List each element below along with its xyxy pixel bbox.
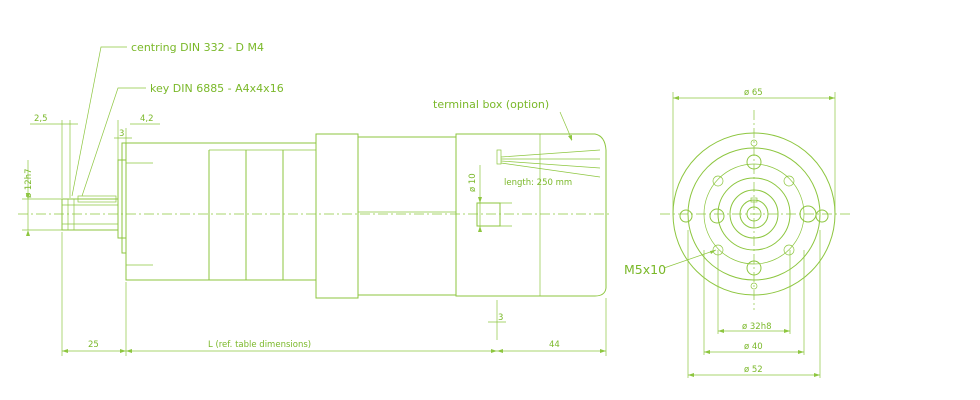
callout-key: key DIN 6885 - A4x4x16 (150, 82, 284, 95)
threaded-hole (712, 175, 724, 187)
arrowhead (673, 96, 679, 100)
threaded-hole (783, 175, 795, 187)
dim-25: 25 (88, 340, 99, 350)
arrowhead (126, 349, 132, 353)
bolt-circle (703, 163, 805, 265)
arrowhead (478, 197, 482, 203)
arrowhead (600, 349, 606, 353)
dim-2-5: 2,5 (34, 114, 48, 124)
dim-pilot-32: ø 32h8 (742, 322, 772, 332)
arrowhead (710, 250, 716, 254)
mounting-hole (746, 260, 762, 276)
mounting-hole (679, 209, 693, 223)
side-dimensions: 2,5 4,2 3 ø 12h7 ø 10 3 25 L (ref. table… (22, 114, 607, 356)
pilot-outline (717, 177, 791, 251)
dim-3-bottom: 3 (498, 313, 503, 323)
dim-44: 44 (549, 340, 560, 350)
arrowhead (491, 349, 497, 353)
dim-shaft-dia: ø 12h7 (24, 168, 34, 198)
arrowhead (62, 349, 68, 353)
arrowhead (568, 135, 572, 141)
gearbox-body (125, 142, 317, 281)
mounting-hole (746, 154, 762, 170)
rear-shaft-stub (476, 202, 501, 227)
dim-d10: ø 10 (468, 173, 478, 192)
arrowhead (704, 350, 710, 354)
threaded-hole (750, 139, 758, 147)
cable-wire (500, 149, 601, 158)
pilot-step (729, 189, 779, 239)
mounting-hole (815, 209, 829, 223)
arrowhead (829, 96, 835, 100)
arrowhead (784, 329, 790, 333)
leader-key (81, 87, 146, 197)
motor-body (357, 136, 457, 296)
cable-wire (500, 160, 601, 169)
threaded-hole (783, 244, 795, 256)
callout-centring: centring DIN 332 - D M4 (131, 41, 264, 54)
dim-4-2: 4,2 (140, 114, 154, 124)
arrowhead (688, 373, 694, 377)
callout-cable-length: length: 250 mm (504, 178, 572, 188)
callouts: centring DIN 332 - D M4 key DIN 6885 - A… (71, 41, 717, 277)
dim-L: L (ref. table dimensions) (208, 340, 311, 350)
shaft-key (77, 195, 117, 203)
arrowhead (478, 226, 482, 232)
arrowheads (26, 96, 835, 377)
front-view (660, 110, 850, 310)
arrowhead (26, 193, 30, 199)
dim-body-52: ø 52 (744, 365, 763, 375)
arrowhead (120, 349, 126, 353)
output-shaft (61, 198, 119, 231)
arrowhead (718, 329, 724, 333)
motor-front-bell (315, 133, 359, 299)
leader-centring (71, 46, 127, 197)
centring-hole (746, 206, 762, 222)
shaft-end-outline (739, 199, 769, 229)
mounting-hole (799, 205, 817, 223)
callout-terminal-box: terminal box (option) (433, 98, 549, 111)
arrowhead (497, 349, 503, 353)
rear-housing (455, 133, 607, 297)
arrowhead (798, 350, 804, 354)
motor-body-outline (687, 147, 821, 281)
arrowhead (26, 230, 30, 236)
callout-thread: M5x10 (624, 262, 666, 277)
mounting-hole (709, 208, 725, 224)
dim-bc-40: ø 40 (744, 342, 763, 352)
dim-3-top: 3 (119, 129, 124, 139)
arrowhead (814, 373, 820, 377)
front-dimensions: ø 65 ø 32h8 ø 40 ø 52 (672, 88, 836, 378)
leader-terminal-box (559, 111, 573, 141)
dim-flange-65: ø 65 (744, 88, 763, 98)
threaded-hole (750, 282, 758, 290)
front-key-slot (750, 197, 758, 203)
cable-gland (496, 149, 502, 165)
side-view (18, 133, 612, 299)
cable-wire (500, 162, 601, 178)
leader-thread (663, 249, 717, 269)
